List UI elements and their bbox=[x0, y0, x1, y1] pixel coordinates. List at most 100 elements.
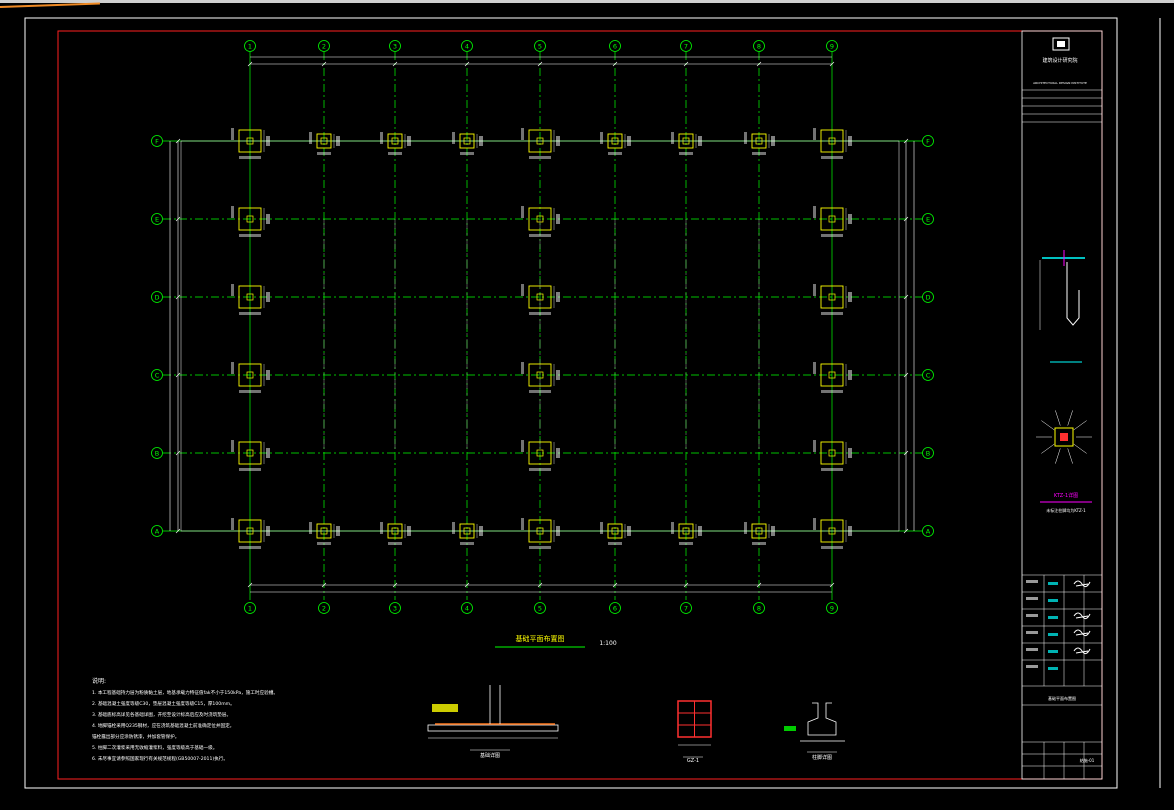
axis-bubble-bottom-label: 6 bbox=[613, 604, 617, 612]
plan-scale: 1:100 bbox=[599, 640, 616, 647]
ktz-leader bbox=[1041, 443, 1055, 454]
axis-bubble-right-label: B bbox=[926, 449, 930, 457]
footing-j1-dim-text-bottom bbox=[239, 156, 261, 159]
axis-bubble-bottom-label: 3 bbox=[393, 604, 397, 612]
axis-bubble-top bbox=[753, 40, 765, 52]
footing-j2-dim-text bbox=[479, 136, 483, 146]
footing-j1-dim-text-bottom bbox=[821, 156, 843, 159]
footing-j2-dim-text-bottom bbox=[388, 542, 402, 545]
ktz-column-box bbox=[1054, 427, 1074, 447]
axis-bubble-right bbox=[922, 369, 934, 381]
axis-bubble-right bbox=[922, 291, 934, 303]
note-line: 1. 本工程基础持力层为粉质黏土层，地基承载力特征值fak不小于150kPa，施… bbox=[92, 689, 278, 696]
titleblock-cell-text bbox=[1026, 580, 1038, 583]
footing-j1 bbox=[820, 363, 844, 387]
window-top-bar bbox=[0, 0, 1174, 3]
ktz-leader bbox=[1055, 448, 1061, 464]
note-line: 5. 柱脚二次灌浆采用无收缩灌浆料，强度等级高于基础一级。 bbox=[92, 744, 217, 751]
footing-j2-dim-text-bottom bbox=[388, 152, 402, 155]
dimension-top-bays-tick bbox=[464, 61, 470, 67]
dimension-right-tick bbox=[903, 294, 909, 300]
footing-j2-tag bbox=[452, 522, 455, 534]
titleblock-cell-text bbox=[1048, 650, 1058, 653]
footing-j2-column bbox=[755, 137, 763, 145]
dimension-right-tick bbox=[903, 372, 909, 378]
footing-j1-dim-text bbox=[848, 370, 852, 380]
note-line: 2. 基础混凝土强度等级C30，垫层混凝土强度等级C15，厚100mm。 bbox=[92, 700, 235, 707]
footing-j1 bbox=[528, 441, 552, 465]
footing-j1-dim-text bbox=[848, 448, 852, 458]
footing-j1-dim-text bbox=[266, 292, 270, 302]
footing-j1-tag bbox=[813, 518, 816, 530]
footing-j2-tag bbox=[600, 132, 603, 144]
footing-j2-tag bbox=[671, 522, 674, 534]
dimension-bottom-bays-tick bbox=[683, 582, 689, 588]
dimension-bottom-bays-tick bbox=[756, 582, 762, 588]
footing-j1 bbox=[238, 441, 262, 465]
dimension-bottom-bays-tick bbox=[829, 582, 835, 588]
sheet-outer-border bbox=[24, 17, 1118, 789]
footing-j1-dim-text-bottom bbox=[529, 234, 551, 237]
dimension-right-tick bbox=[903, 528, 909, 534]
dimension-top-bays-tick bbox=[683, 61, 689, 67]
footing-j2-column bbox=[320, 527, 328, 535]
footing-j2-dim-text-bottom bbox=[460, 152, 474, 155]
footing-j1-column bbox=[246, 449, 254, 457]
dimension-top-bays-tick bbox=[321, 61, 327, 67]
footing-j1-dim-text-bottom bbox=[821, 312, 843, 315]
axis-bubble-top-label: 3 bbox=[393, 42, 397, 50]
axis-bubble-bottom-label: 4 bbox=[465, 604, 469, 612]
footing-j1-dim-text bbox=[556, 526, 560, 536]
footing-j2-dim-text-bottom bbox=[752, 542, 766, 545]
foundation-pad bbox=[427, 724, 559, 732]
axis-bubble-bottom-label: 7 bbox=[684, 604, 688, 612]
footing-j1-dim-text-bottom bbox=[529, 546, 551, 549]
titleblock-cell-text bbox=[1026, 631, 1038, 634]
footing-j1-column bbox=[536, 527, 544, 535]
footing-j1 bbox=[528, 285, 552, 309]
axis-bubble-top-label: 1 bbox=[248, 42, 252, 50]
axis-bubble-top-label: 5 bbox=[538, 42, 542, 50]
footing-j1-dim-text-bottom bbox=[239, 234, 261, 237]
axis-bubble-left-label: D bbox=[154, 293, 159, 301]
axis-bubble-top-label: 2 bbox=[322, 42, 326, 50]
detail-tag-note: 未标注柱脚均为KTZ-1 bbox=[1046, 507, 1086, 513]
titleblock-cell-text bbox=[1026, 614, 1038, 617]
footing-j2-dim-text-bottom bbox=[317, 152, 331, 155]
footing-j1-tag bbox=[231, 518, 234, 530]
footing-j1-tag bbox=[521, 362, 524, 374]
footing-j1-column bbox=[246, 293, 254, 301]
footing-j1-dim-text bbox=[556, 136, 560, 146]
footing-j2 bbox=[459, 523, 475, 539]
footing-j1 bbox=[820, 285, 844, 309]
footing-j1-column bbox=[536, 371, 544, 379]
footing-j2-tag bbox=[600, 522, 603, 534]
footing-j1-tag bbox=[231, 284, 234, 296]
footing-j1-dim-text-bottom bbox=[529, 390, 551, 393]
detail-tag-ktz: KTZ-1详图 bbox=[1054, 492, 1078, 499]
axis-bubble-bottom bbox=[389, 602, 401, 614]
signature-mark bbox=[1073, 612, 1091, 620]
footing-j1-dim-text-bottom bbox=[529, 156, 551, 159]
footing-j2-column bbox=[682, 527, 690, 535]
footing-j1-dim-text-bottom bbox=[239, 312, 261, 315]
footing-j2-dim-text bbox=[479, 526, 483, 536]
footing-j2-dim-text bbox=[407, 526, 411, 536]
axis-bubble-right bbox=[922, 135, 934, 147]
footing-j1 bbox=[528, 363, 552, 387]
titleblock-cell-text bbox=[1048, 616, 1058, 619]
signature-mark bbox=[1073, 647, 1091, 655]
dimension-top-bays-tick bbox=[612, 61, 618, 67]
footing-j2 bbox=[678, 133, 694, 149]
column-base-label bbox=[784, 726, 796, 731]
ktz-leader bbox=[1041, 420, 1055, 431]
axis-bubble-top-label: 7 bbox=[684, 42, 688, 50]
dimension-left-tick bbox=[175, 138, 181, 144]
axis-bubble-top bbox=[609, 40, 621, 52]
dimension-bottom-bays-tick bbox=[247, 582, 253, 588]
axis-bubble-right-label: D bbox=[925, 293, 930, 301]
titleblock-drawing-name: 基础平面布置图 bbox=[1048, 695, 1076, 701]
dimension-left-tick bbox=[175, 294, 181, 300]
